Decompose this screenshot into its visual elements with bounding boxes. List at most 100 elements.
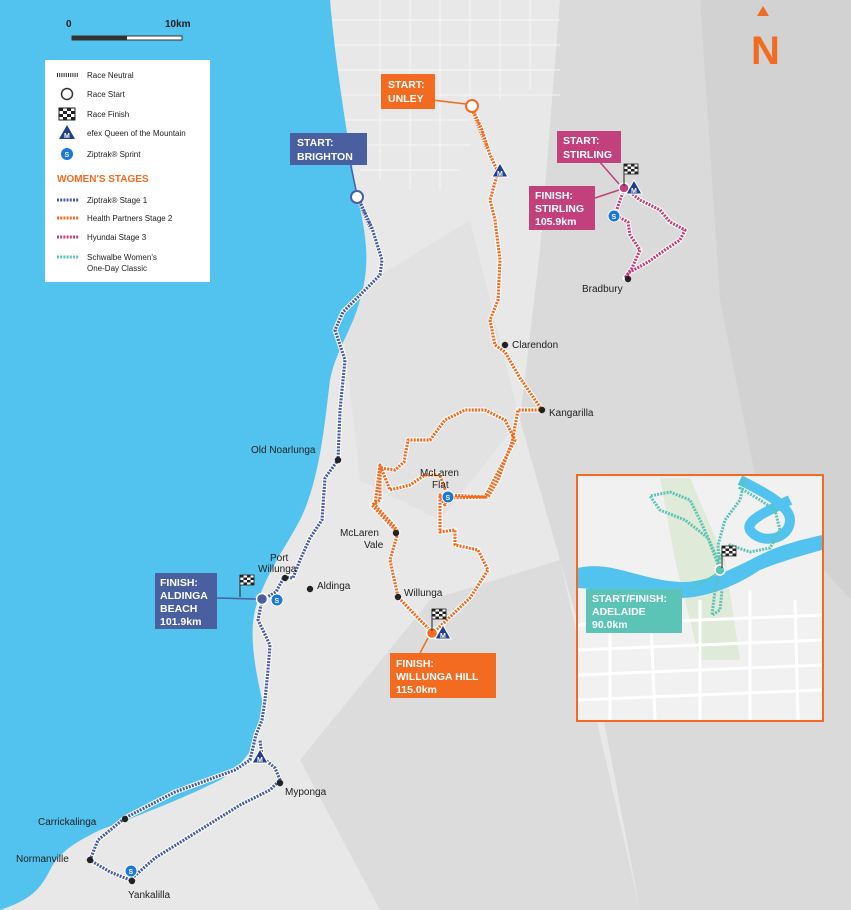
- north-arrow-icon: N: [751, 6, 780, 73]
- svg-text:Health Partners Stage 2: Health Partners Stage 2: [87, 214, 173, 223]
- label-myponga: Myponga: [285, 787, 327, 798]
- svg-text:S: S: [446, 495, 451, 502]
- route-markers: M M M M S S S S: [124, 99, 737, 878]
- svg-text:S: S: [65, 152, 70, 159]
- qom-icon: M: [251, 747, 269, 764]
- qom-icon: M: [625, 178, 643, 195]
- svg-text:90.0km: 90.0km: [592, 619, 628, 631]
- svg-text:ADELAIDE: ADELAIDE: [592, 606, 646, 618]
- svg-text:FINISH:: FINISH:: [160, 577, 198, 589]
- label-mclaren-vale-1: McLaren: [340, 528, 379, 539]
- svg-text:BEACH: BEACH: [160, 603, 197, 615]
- legend-race-finish: Race Finish: [58, 107, 129, 121]
- finish-flag-icon: [239, 574, 255, 597]
- finish-flag-icon: [58, 107, 76, 121]
- label-normanville: Normanville: [16, 854, 69, 865]
- svg-text:S: S: [612, 214, 617, 221]
- legend-race-neutral: Race Neutral: [57, 71, 134, 80]
- sprint-icon: S: [270, 593, 284, 607]
- svg-text:M: M: [64, 133, 70, 140]
- label-willunga: Willunga: [404, 588, 443, 599]
- start-marker-brighton: [350, 190, 364, 204]
- svg-text:Race Neutral: Race Neutral: [87, 71, 134, 80]
- sprint-icon: S: [441, 490, 455, 504]
- label-yankalilla: Yankalilla: [128, 890, 170, 901]
- svg-text:Ziptrak® Sprint: Ziptrak® Sprint: [87, 150, 141, 159]
- legend: Race Neutral Race Start Race Finish M ef…: [45, 60, 210, 282]
- svg-text:STIRLING: STIRLING: [563, 149, 612, 161]
- svg-text:Ziptrak® Stage 1: Ziptrak® Stage 1: [87, 196, 148, 205]
- start-marker-unley: [465, 99, 479, 113]
- tag-start-unley: START: UNLEY: [381, 74, 467, 109]
- sprint-icon: S: [607, 209, 621, 223]
- label-carrickalinga: Carrickalinga: [38, 817, 97, 828]
- place-labels: Clarendon Kangarilla Old Noarlunga McLar…: [16, 275, 632, 901]
- svg-text:Race Finish: Race Finish: [87, 110, 129, 119]
- finish-marker-aldinga: [255, 592, 269, 606]
- svg-text:START:: START:: [297, 137, 334, 149]
- label-kangarilla: Kangarilla: [549, 408, 594, 419]
- finish-flag-icon: [623, 163, 639, 186]
- svg-text:START:: START:: [388, 79, 425, 91]
- svg-text:105.9km: 105.9km: [535, 216, 576, 228]
- svg-text:UNLEY: UNLEY: [388, 93, 424, 105]
- label-old-noarlunga: Old Noarlunga: [251, 445, 316, 456]
- svg-text:BRIGHTON: BRIGHTON: [297, 151, 353, 163]
- label-port-willunga-1: Port: [270, 553, 289, 564]
- svg-text:STIRLING: STIRLING: [535, 203, 584, 215]
- svg-text:Hyundai Stage 3: Hyundai Stage 3: [87, 233, 147, 242]
- svg-text:M: M: [631, 188, 637, 195]
- legend-heading: WOMEN'S STAGES: [57, 174, 149, 185]
- svg-text:START:: START:: [563, 135, 600, 147]
- qom-icon: M: [434, 623, 452, 640]
- finish-flag-icon: [431, 608, 447, 631]
- svg-text:M: M: [257, 757, 263, 764]
- sprint-icon: S: [124, 864, 138, 878]
- tag-start-brighton: START: BRIGHTON: [290, 133, 367, 191]
- scale-bar: 0 10km: [66, 19, 191, 41]
- scale-start-label: 0: [66, 19, 72, 30]
- tag-adelaide: START/FINISH: ADELAIDE 90.0km: [586, 573, 717, 633]
- sprint-icon: [61, 148, 73, 160]
- race-neutral-sections: [356, 197, 374, 231]
- tag-finish-willunga: FINISH: WILLUNGA HILL 115.0km: [390, 637, 496, 698]
- label-clarendon: Clarendon: [512, 340, 558, 351]
- scale-end-label: 10km: [165, 19, 191, 30]
- label-mclaren-flat-2: Flat: [432, 480, 449, 491]
- label-bradbury: Bradbury: [582, 284, 623, 295]
- legend-race-start: Race Start: [60, 87, 126, 101]
- svg-text:FINISH:: FINISH:: [535, 190, 573, 202]
- label-port-willunga-2: Willunga: [258, 564, 297, 575]
- legend-stage1: Ziptrak® Stage 1: [57, 196, 148, 205]
- legend-stage3: Hyundai Stage 3: [57, 233, 147, 242]
- svg-text:One-Day Classic: One-Day Classic: [87, 264, 147, 273]
- start-finish-marker-adelaide: [714, 564, 726, 576]
- label-mclaren-flat-1: McLaren: [420, 468, 459, 479]
- tag-start-stirling: START: STIRLING: [557, 131, 621, 185]
- label-mclaren-vale-2: Vale: [364, 540, 384, 551]
- tag-finish-stirling: FINISH: STIRLING 105.9km: [529, 186, 620, 230]
- svg-text:M: M: [497, 171, 503, 178]
- legend-stage2: Health Partners Stage 2: [57, 214, 173, 223]
- svg-text:M: M: [440, 633, 446, 640]
- svg-text:START/FINISH:: START/FINISH:: [592, 593, 667, 605]
- svg-text:Schwalbe Women's: Schwalbe Women's: [87, 253, 157, 262]
- finish-flag-icon: [721, 545, 737, 568]
- label-aldinga: Aldinga: [317, 581, 351, 592]
- tag-finish-aldinga: FINISH: ALDINGA BEACH 101.9km: [155, 573, 257, 629]
- svg-text:115.0km: 115.0km: [396, 684, 437, 696]
- svg-text:S: S: [275, 598, 280, 605]
- svg-text:S: S: [129, 869, 134, 876]
- svg-text:101.9km: 101.9km: [160, 616, 201, 628]
- qom-icon: [59, 125, 75, 139]
- svg-text:WILLUNGA HILL: WILLUNGA HILL: [396, 671, 479, 683]
- svg-text:efex Queen of the Mountain: efex Queen of the Mountain: [87, 129, 186, 138]
- qom-icon: M: [491, 161, 509, 178]
- legend-stage4: Schwalbe Women's One-Day Classic: [57, 253, 157, 273]
- svg-text:Race Start: Race Start: [87, 90, 126, 99]
- svg-text:FINISH:: FINISH:: [396, 658, 434, 670]
- legend-sprint: S Ziptrak® Sprint: [61, 148, 141, 160]
- svg-text:ALDINGA: ALDINGA: [160, 590, 208, 602]
- north-label: N: [751, 29, 780, 73]
